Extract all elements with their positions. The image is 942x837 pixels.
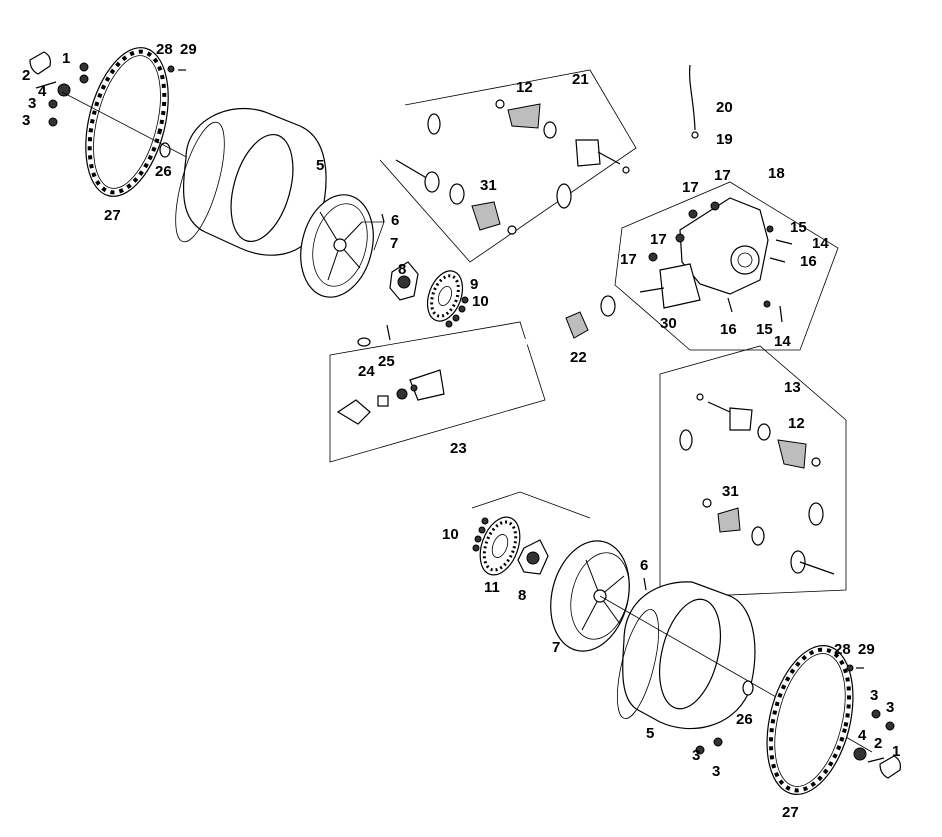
callout-17: 17 (714, 167, 731, 184)
callout-19: 19 (716, 131, 733, 148)
callout-3: 3 (692, 747, 700, 764)
lower-hub-group (471, 491, 591, 576)
callout-29: 29 (858, 641, 875, 658)
callout-16: 16 (720, 321, 737, 338)
callout-7: 7 (390, 235, 398, 252)
lower-right-wheel-group (695, 645, 901, 795)
callout-3: 3 (22, 112, 30, 129)
callout-27: 27 (782, 804, 799, 821)
callout-5: 5 (646, 725, 654, 742)
callout-4: 4 (38, 83, 47, 100)
lug-nut-part (48, 99, 58, 109)
callout-4: 4 (858, 727, 867, 744)
callout-26: 26 (155, 163, 172, 180)
callout-2: 2 (22, 67, 30, 84)
callout-3: 3 (712, 763, 720, 780)
callout-8: 8 (518, 587, 526, 604)
callout-17: 17 (650, 231, 667, 248)
differential-group (565, 64, 839, 351)
callout-2: 2 (874, 735, 882, 752)
callout-30: 30 (660, 315, 677, 332)
lug-nut-part (48, 117, 58, 127)
callout-3: 3 (886, 699, 894, 716)
upper-disc-bolts-part (445, 296, 469, 328)
callout-17: 17 (682, 179, 699, 196)
callout-labels: 1 2 3 3 4 27 28 29 26 5 6 7 8 9 10 12 21… (22, 41, 900, 821)
upper-rim-part (300, 194, 374, 298)
callout-13: 13 (784, 379, 801, 396)
callout-10: 10 (442, 526, 459, 543)
callout-12: 12 (516, 79, 533, 96)
upper-brake-disc-part (426, 270, 464, 322)
nut-part (167, 65, 175, 73)
callout-28: 28 (834, 641, 851, 658)
callout-5: 5 (316, 157, 324, 174)
callout-7: 7 (552, 639, 560, 656)
callout-3: 3 (28, 95, 36, 112)
callout-31: 31 (480, 177, 497, 194)
lower-tire-part (616, 581, 756, 730)
upper-hub-part (389, 261, 419, 301)
lug-nut-part (79, 74, 89, 84)
callout-15: 15 (756, 321, 773, 338)
callout-6: 6 (640, 557, 648, 574)
callout-15: 15 (790, 219, 807, 236)
upper-tire-part (175, 108, 327, 256)
driveshaft-21-group (379, 69, 637, 263)
hub-nut-part (57, 83, 71, 97)
beadlock-ring-part (85, 47, 169, 197)
callout-16: 16 (800, 253, 817, 270)
lug-nut-part (79, 62, 89, 72)
lower-rim-part (550, 540, 647, 652)
driveshaft-13-group (659, 345, 847, 599)
lower-brake-disc-part (479, 516, 521, 576)
callout-1: 1 (62, 50, 70, 67)
bolt-part (35, 81, 57, 89)
callout-28: 28 (156, 41, 173, 58)
callout-25: 25 (378, 353, 395, 370)
hub-nut-part (853, 747, 867, 761)
callout-3: 3 (870, 687, 878, 704)
callout-26: 26 (736, 711, 753, 728)
callout-11: 11 (484, 579, 500, 596)
callout-27: 27 (104, 207, 121, 224)
hub-cap-part (879, 755, 901, 779)
hub-cap-part (29, 51, 51, 75)
callout-18: 18 (768, 165, 785, 182)
callout-9: 9 (470, 276, 478, 293)
callout-6: 6 (391, 212, 399, 229)
propshaft-group (329, 321, 546, 463)
callout-29: 29 (180, 41, 197, 58)
washer-part (159, 142, 171, 158)
callout-21: 21 (572, 71, 589, 88)
upper-left-wheel-group (29, 47, 331, 233)
callout-22: 22 (570, 349, 587, 366)
callout-17: 17 (620, 251, 637, 268)
callout-8: 8 (398, 261, 406, 278)
callout-24: 24 (358, 363, 375, 380)
callout-14: 14 (774, 333, 791, 350)
callout-23: 23 (450, 440, 467, 457)
callout-31: 31 (722, 483, 739, 500)
callout-12: 12 (788, 415, 805, 432)
callout-10: 10 (472, 293, 489, 310)
callout-14: 14 (812, 235, 829, 252)
callout-20: 20 (716, 99, 733, 116)
washer-part (742, 680, 754, 696)
callout-1: 1 (892, 743, 900, 760)
